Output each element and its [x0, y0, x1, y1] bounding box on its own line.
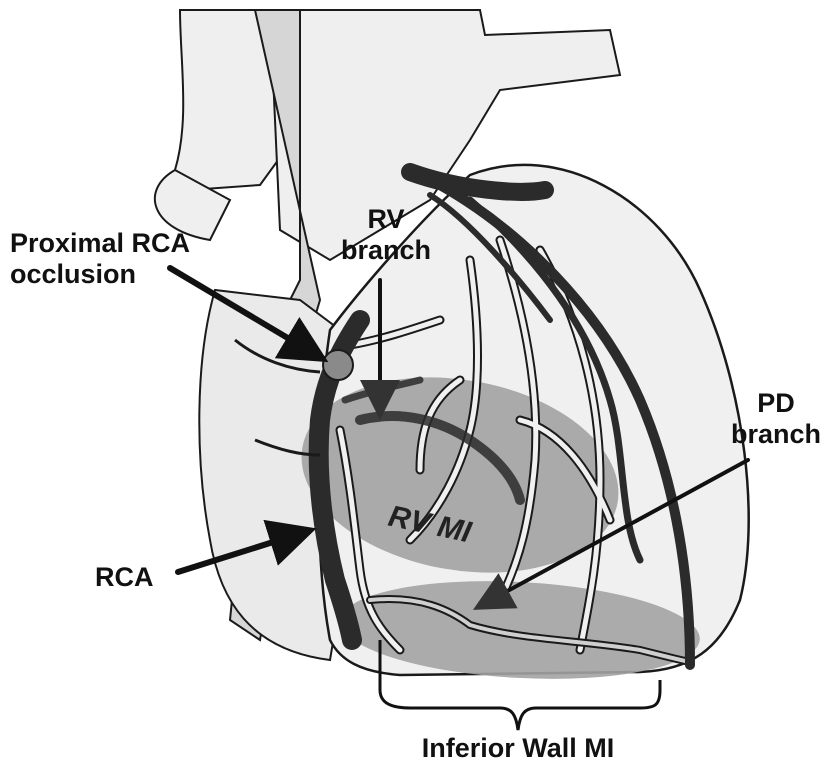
label-pd-branch: PD branch [718, 388, 834, 450]
label-pd-branch-line2: branch [718, 419, 834, 450]
label-inferior-wall-mi: Inferior Wall MI [388, 733, 648, 764]
label-rv-branch-line2: branch [332, 235, 440, 266]
label-rv-branch-line1: RV [332, 204, 440, 235]
occlusion-marker [323, 350, 353, 380]
label-proximal-rca-line1: Proximal RCA [10, 228, 190, 259]
label-proximal-rca-line2: occlusion [10, 259, 190, 290]
label-pd-branch-line1: PD [718, 388, 834, 419]
label-proximal-rca-occlusion: Proximal RCA occlusion [10, 228, 190, 290]
label-rv-branch: RV branch [332, 204, 440, 266]
label-rca: RCA [95, 562, 154, 593]
